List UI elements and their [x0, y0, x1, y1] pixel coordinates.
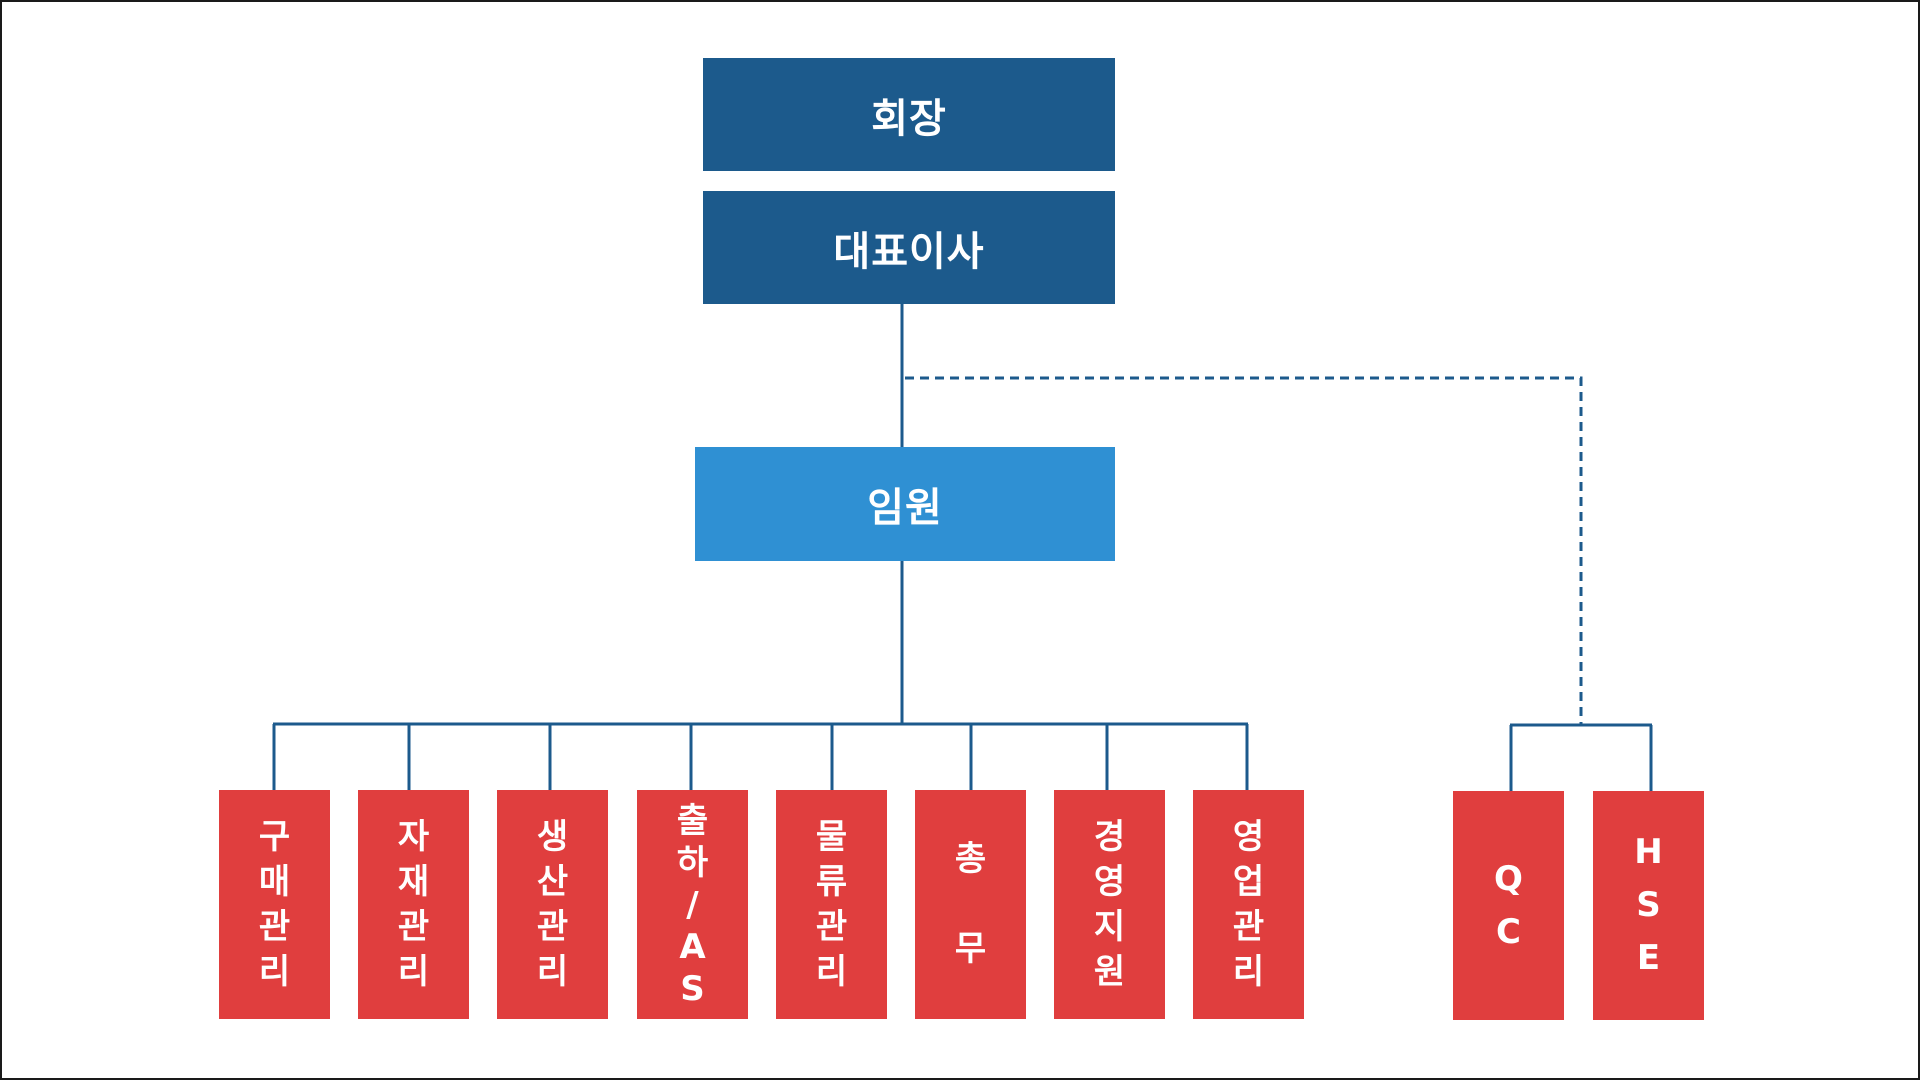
- dept-char: 생: [536, 816, 569, 857]
- chairman-box: 회장: [703, 58, 1115, 171]
- dept-char: 원: [1093, 951, 1126, 992]
- ceo-label: 대표이사: [833, 228, 985, 275]
- dept-char: 업: [1232, 861, 1265, 902]
- department-box-management-support: 경 영 지 원: [1054, 790, 1165, 1019]
- dept-char: S: [680, 968, 705, 1009]
- dept-char: /: [686, 884, 699, 925]
- dept-char: 리: [815, 951, 848, 992]
- ceo-box: 대표이사: [703, 191, 1115, 304]
- dept-char: A: [679, 926, 706, 967]
- dept-char: 구: [258, 816, 291, 857]
- hse-box: H S E: [1593, 791, 1704, 1020]
- dept-char: 경: [1093, 816, 1126, 857]
- department-box-shipping-as: 출 하 / A S: [637, 790, 748, 1019]
- dept-char: 영: [1093, 861, 1126, 902]
- dept-char: 재: [397, 861, 430, 902]
- dept-char: 리: [258, 951, 291, 992]
- dept-char: 류: [815, 861, 848, 902]
- qc-box: Q C: [1453, 791, 1564, 1020]
- dept-char: 매: [258, 861, 291, 902]
- dept-char: 관: [815, 906, 848, 947]
- department-box-sales: 영 업 관 리: [1193, 790, 1304, 1019]
- dept-char: 지: [1093, 906, 1126, 947]
- dept-char: 물: [815, 816, 848, 857]
- dept-char: 하: [676, 842, 709, 883]
- dept-char: 관: [1232, 906, 1265, 947]
- department-box-production: 생 산 관 리: [497, 790, 608, 1019]
- department-box-general-affairs: 총 무: [915, 790, 1026, 1019]
- hse-char: S: [1636, 885, 1661, 925]
- chairman-label: 회장: [871, 95, 947, 142]
- dept-char: 총: [954, 839, 987, 879]
- qc-char: Q: [1494, 858, 1523, 899]
- dept-char: 영: [1232, 816, 1265, 857]
- department-box-purchasing: 구 매 관 리: [219, 790, 330, 1019]
- dept-char: 무: [954, 929, 987, 969]
- dept-char: 관: [536, 906, 569, 947]
- dept-char: 리: [1232, 951, 1265, 992]
- dept-char: 관: [258, 906, 291, 947]
- department-box-logistics: 물 류 관 리: [776, 790, 887, 1019]
- department-box-materials: 자 재 관 리: [358, 790, 469, 1019]
- dept-char: 산: [536, 861, 569, 902]
- dept-char: 출: [676, 800, 709, 841]
- hse-char: E: [1636, 938, 1661, 978]
- dashed-line: [905, 376, 1583, 725]
- executives-label: 임원: [867, 485, 943, 531]
- qc-char: C: [1496, 911, 1521, 952]
- dept-char: 리: [536, 951, 569, 992]
- dept-char: 자: [397, 816, 430, 857]
- dept-char: 관: [397, 906, 430, 947]
- hse-char: H: [1634, 832, 1663, 872]
- executives-box: 임원: [695, 447, 1115, 561]
- dept-char: 리: [397, 951, 430, 992]
